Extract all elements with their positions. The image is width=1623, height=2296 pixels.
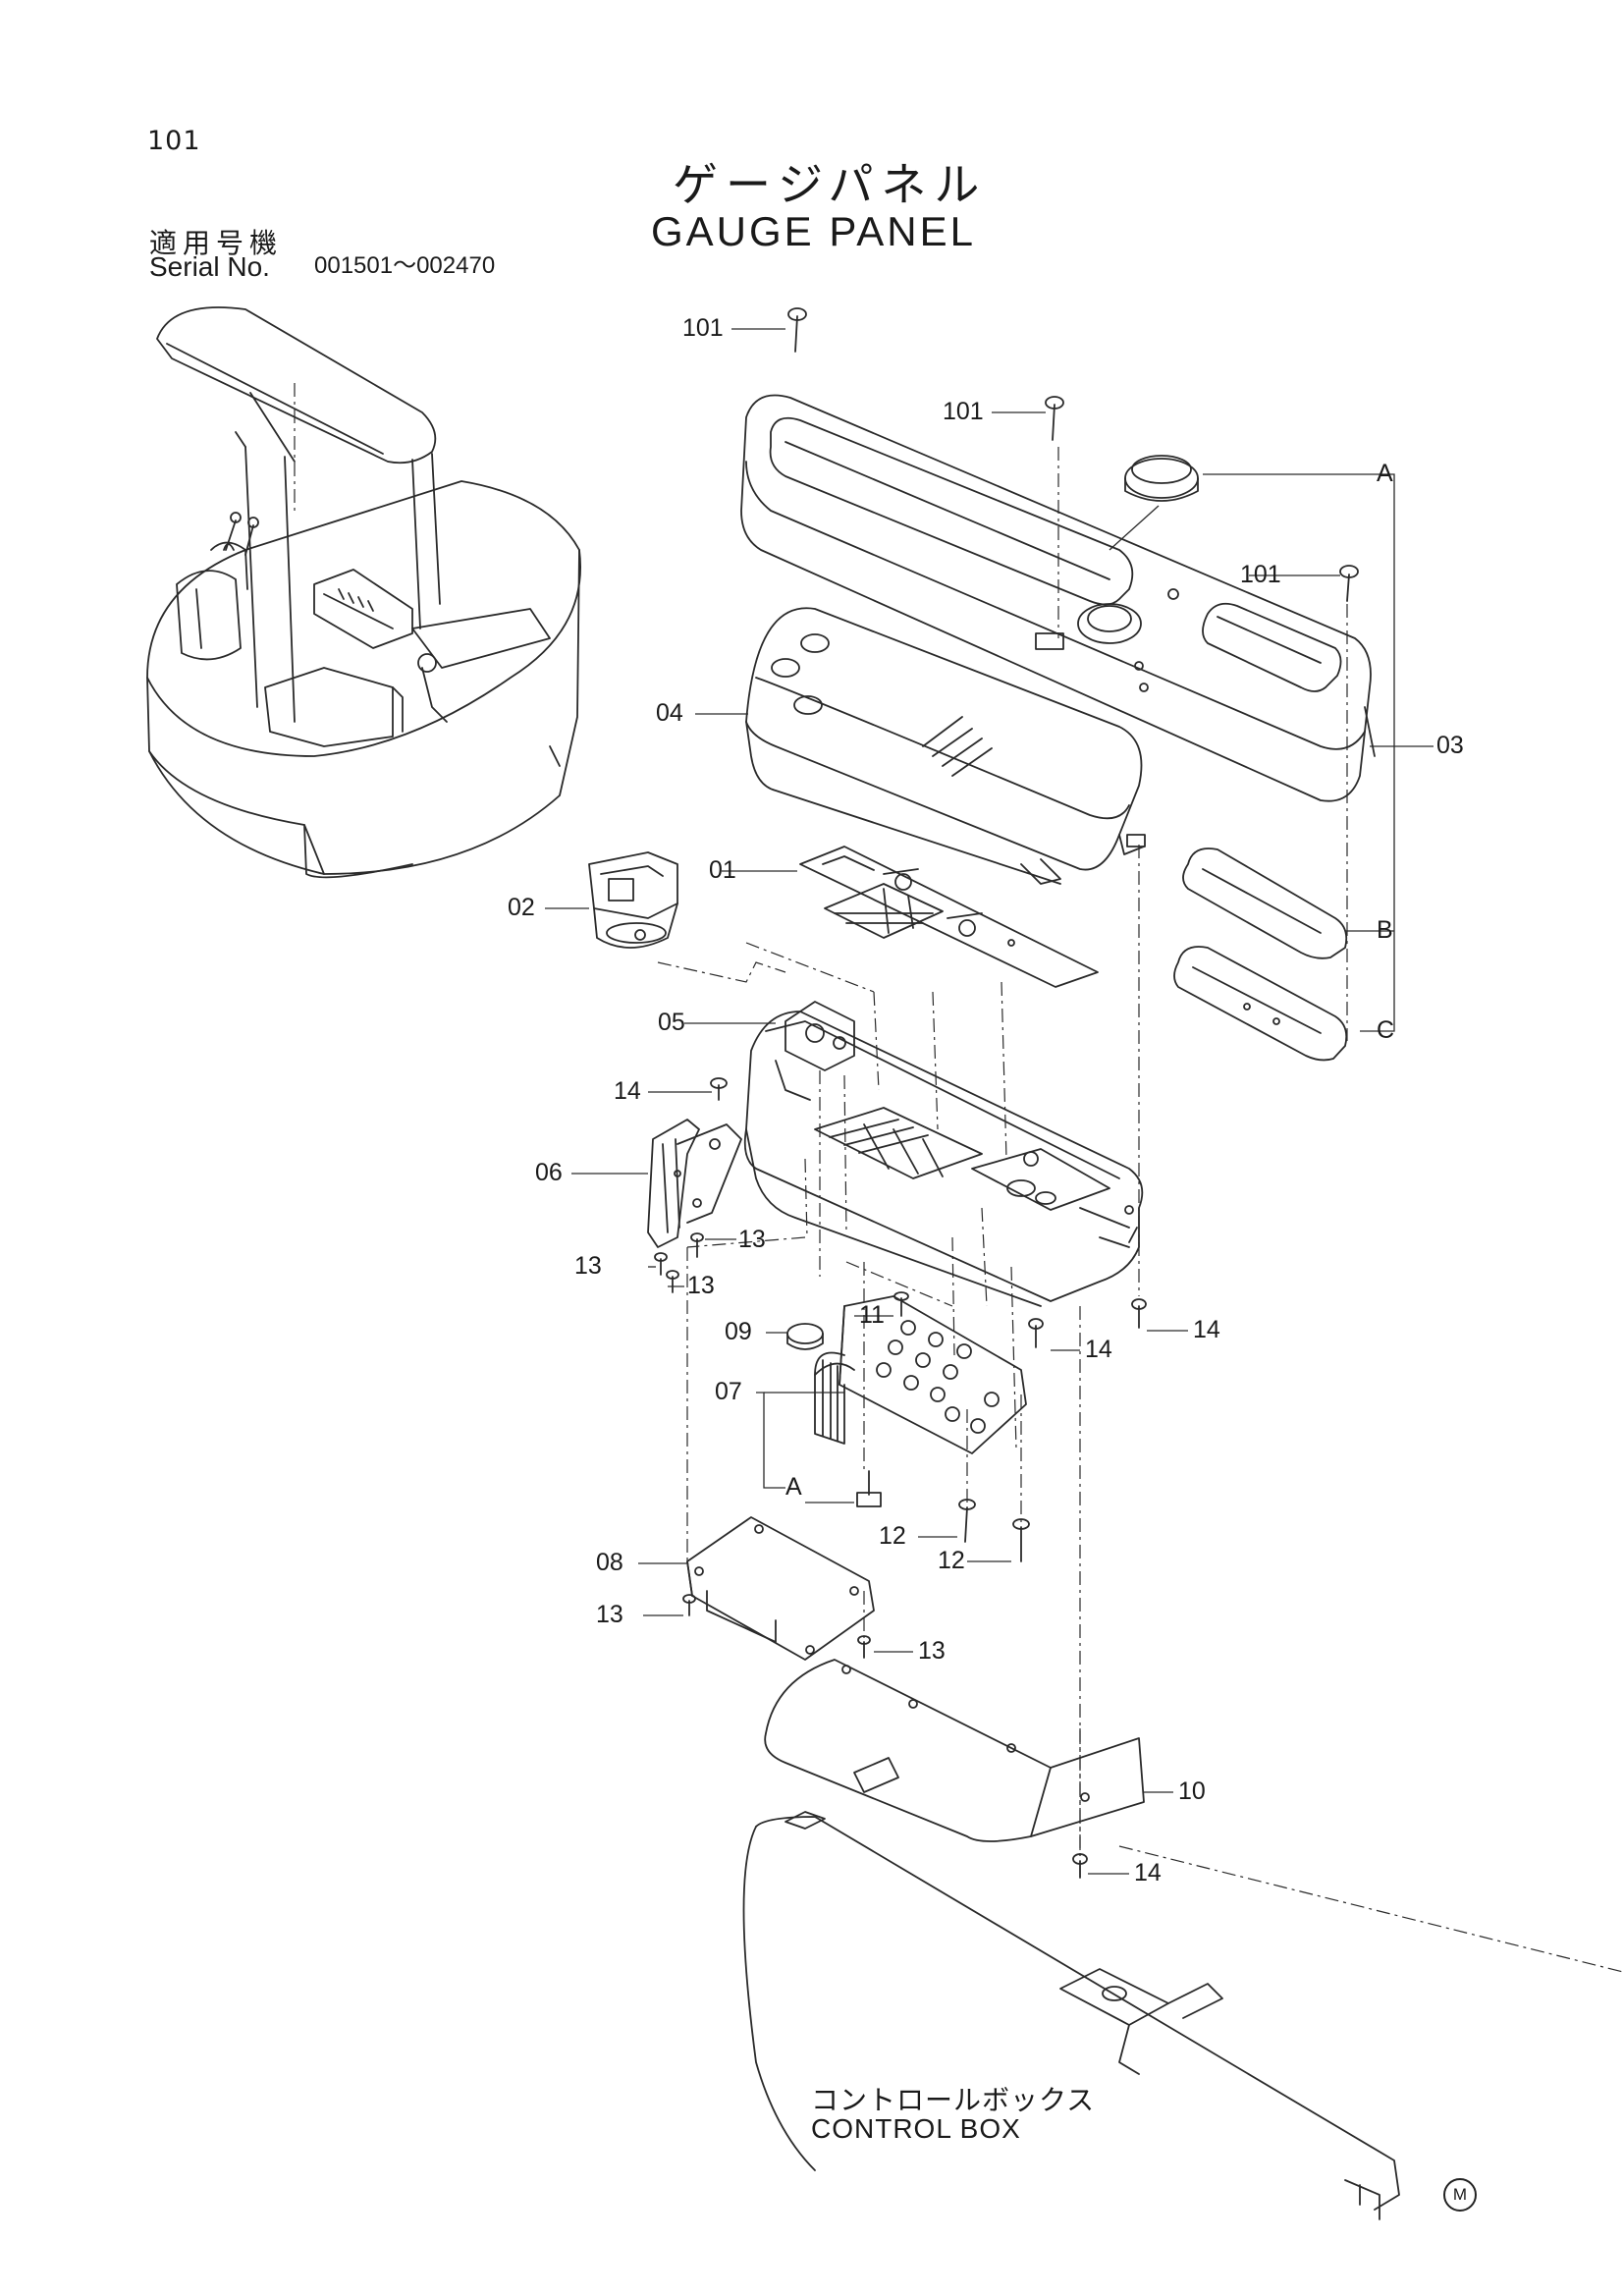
projection-lines	[295, 383, 1623, 1972]
part-a-grommet	[1125, 456, 1198, 501]
callout-12-upper: 12	[879, 1522, 906, 1550]
serial-label: Serial No.	[149, 251, 270, 282]
callout-a-grommet: A	[1377, 460, 1393, 487]
part-08-controller	[687, 1517, 874, 1660]
callout-14-middle: 14	[1085, 1336, 1112, 1363]
part-01-gauge-sheet	[800, 847, 1098, 987]
serial-label-japanese: 適用号機	[149, 227, 284, 259]
callout-14-right: 14	[1193, 1316, 1220, 1343]
callout-09: 09	[725, 1318, 752, 1345]
control-box-label-japanese: コントロールボックス	[811, 2084, 1096, 2116]
callout-07: 07	[715, 1378, 742, 1405]
callout-13-bottom-left: 13	[596, 1601, 623, 1628]
callout-13-left: 13	[574, 1252, 602, 1280]
callout-04: 04	[656, 699, 683, 727]
m-mark: M	[1443, 2178, 1477, 2212]
callout-11: 11	[859, 1301, 885, 1329]
part-c-bezel	[1174, 947, 1346, 1060]
callout-06: 06	[535, 1159, 563, 1186]
callout-14-upper: 14	[614, 1077, 641, 1105]
control-box-label: CONTROL BOX	[811, 2113, 1021, 2144]
machine-overview-illustration	[147, 307, 580, 877]
callout-03: 03	[1436, 732, 1464, 759]
callout-02: 02	[508, 894, 535, 921]
screws	[655, 308, 1358, 1878]
part-03-panel-cover	[741, 396, 1375, 801]
part-06-harness-bracket	[648, 1120, 741, 1247]
callout-101-middle: 101	[943, 398, 984, 425]
callout-01: 01	[709, 856, 736, 884]
callout-a-knob: A	[785, 1473, 802, 1501]
callout-13-lower: 13	[687, 1272, 715, 1299]
callout-05: 05	[658, 1009, 685, 1036]
leader-lines	[545, 329, 1434, 1874]
title-japanese: ゲージパネル	[673, 158, 988, 211]
callout-101-right: 101	[1240, 561, 1281, 588]
part-05-gauge-housing	[745, 1002, 1143, 1306]
part-07-circuit-board	[815, 1296, 1026, 1453]
callout-08: 08	[596, 1549, 623, 1576]
page-number: 101	[147, 126, 201, 156]
part-10-base-plate	[765, 1660, 1144, 1841]
page-title: GAUGE PANEL	[651, 208, 976, 254]
callout-101-top: 101	[682, 314, 724, 342]
part-b-bezel	[1183, 848, 1346, 958]
callout-13-bottom-right: 13	[918, 1637, 946, 1665]
callout-12-lower: 12	[938, 1547, 965, 1574]
part-02-buzzer	[589, 852, 677, 948]
callout-13-right: 13	[738, 1226, 766, 1253]
part-04-lens-cover	[746, 608, 1145, 884]
part-09-cap	[787, 1324, 823, 1349]
control-box-outline	[744, 1812, 1400, 2219]
callout-b: B	[1377, 916, 1393, 944]
callout-14-bottom: 14	[1134, 1859, 1162, 1886]
serial-range: 001501～002470	[314, 252, 496, 279]
callout-c: C	[1377, 1016, 1395, 1044]
callout-10: 10	[1178, 1777, 1206, 1805]
